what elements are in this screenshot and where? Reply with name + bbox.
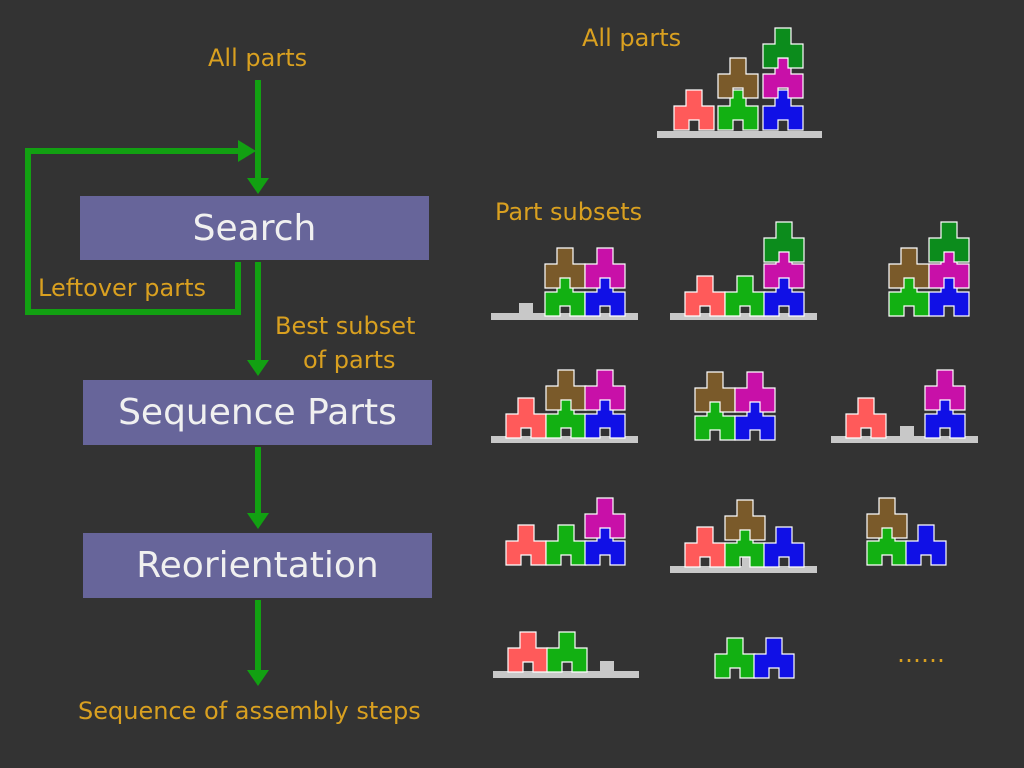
part-piece xyxy=(545,524,587,566)
base-plate xyxy=(670,566,817,573)
sequence-parts-box: Sequence Parts xyxy=(83,380,432,445)
part-piece xyxy=(546,631,588,673)
best-subset-arrowhead xyxy=(247,360,269,376)
part-piece xyxy=(584,397,626,439)
part-piece xyxy=(584,247,626,289)
part-piece xyxy=(584,524,626,566)
full-assembly-base xyxy=(657,131,822,138)
part-piece xyxy=(924,397,966,439)
part-piece xyxy=(505,397,547,439)
part-piece xyxy=(928,247,970,289)
base-plate xyxy=(493,671,639,678)
sequence-arrowhead xyxy=(247,513,269,529)
part-piece xyxy=(684,275,726,317)
leftover-loop-arrow xyxy=(25,148,241,315)
part-piece xyxy=(905,524,947,566)
base-plate xyxy=(491,436,638,443)
part-piece xyxy=(734,371,776,413)
part-piece xyxy=(928,221,970,263)
base-plate xyxy=(831,436,978,443)
search-box: Search xyxy=(80,196,429,260)
reorientation-box: Reorientation xyxy=(83,533,432,598)
base-peg xyxy=(519,303,533,313)
part-piece xyxy=(584,275,626,317)
gallery-all-parts-label: All parts xyxy=(582,24,682,52)
part-piece xyxy=(763,247,805,289)
input-label: All parts xyxy=(208,44,308,72)
base-peg xyxy=(742,556,756,566)
leftover-arrowhead xyxy=(238,140,256,162)
part-piece xyxy=(762,57,804,99)
part-piece xyxy=(763,221,805,263)
part-piece xyxy=(717,57,759,99)
gallery-ellipsis: …… xyxy=(897,640,945,668)
best-subset-label-line1: Best subset xyxy=(275,312,416,340)
output-label: Sequence of assembly steps xyxy=(78,697,421,725)
base-plate xyxy=(491,313,638,320)
part-piece xyxy=(924,369,966,411)
output-arrowhead xyxy=(247,670,269,686)
part-piece xyxy=(763,526,805,568)
part-piece xyxy=(734,399,776,441)
base-peg xyxy=(900,426,914,436)
base-peg xyxy=(600,661,614,671)
best-subset-label-line2: of parts xyxy=(303,346,396,374)
part-piece xyxy=(584,497,626,539)
part-piece xyxy=(714,637,756,679)
input-arrowhead xyxy=(247,178,269,194)
leftover-label: Leftover parts xyxy=(38,274,207,302)
part-piece xyxy=(507,631,549,673)
part-piece xyxy=(717,89,759,131)
gallery-subsets-label: Part subsets xyxy=(495,198,643,226)
part-piece xyxy=(763,275,805,317)
part-piece xyxy=(724,275,766,317)
part-piece xyxy=(724,499,766,541)
part-piece xyxy=(845,397,887,439)
part-piece xyxy=(505,524,547,566)
part-piece xyxy=(673,89,715,131)
part-piece xyxy=(928,275,970,317)
part-piece xyxy=(584,369,626,411)
part-piece xyxy=(866,497,908,539)
part-piece xyxy=(762,89,804,131)
part-piece xyxy=(762,27,804,69)
part-piece xyxy=(684,526,726,568)
base-plate xyxy=(670,313,817,320)
part-piece xyxy=(753,637,795,679)
